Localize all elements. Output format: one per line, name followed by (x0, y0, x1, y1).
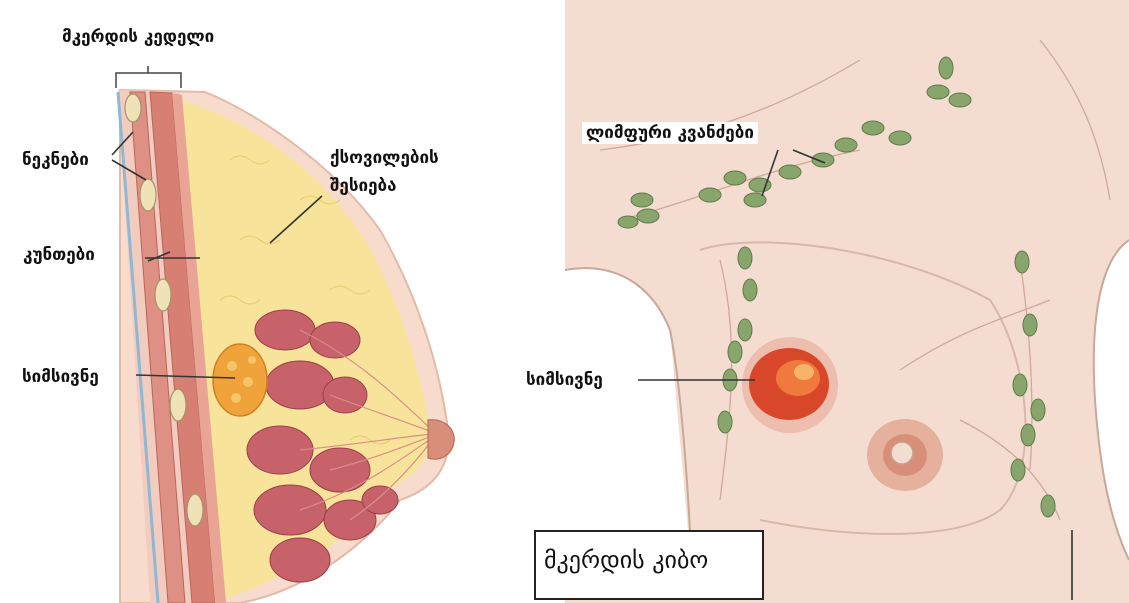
label-chest-wall: მკერდის კედელი (62, 27, 214, 47)
label-lymph-nodes: ლიმფური კვანძები (582, 122, 758, 144)
label-ribs: ნეკნები (18, 149, 93, 171)
label-tissue-swelling-line1: ქსოვილების (330, 148, 439, 168)
label-tumor-left: სიმსივნე (18, 366, 103, 388)
label-muscles: კუნთები (19, 244, 99, 266)
label-tumor-right: სიმსივნე (526, 370, 603, 390)
label-tissue-swelling-line2: შესიება (330, 176, 397, 196)
right-panel-illustration (565, 0, 1129, 603)
left-panel-illustration (112, 66, 454, 603)
caption-title: მკერდის კიბო (544, 546, 708, 574)
